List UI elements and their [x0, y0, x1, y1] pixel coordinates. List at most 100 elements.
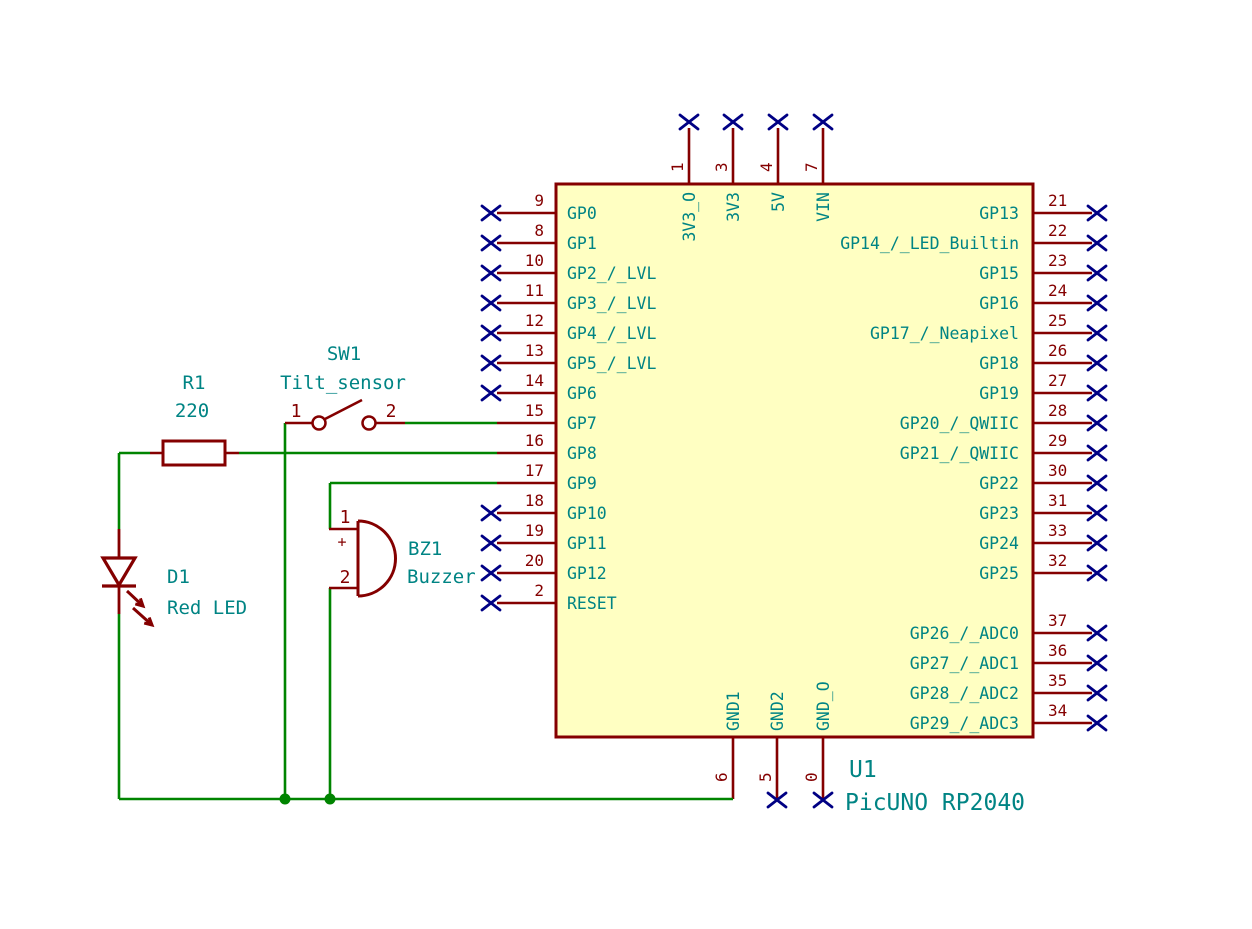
- ic-pin-number-GP21_/_QWIIC[interactable]: 29: [1048, 431, 1067, 450]
- ic-pin-name-GP22[interactable]: GP22: [979, 474, 1019, 493]
- ic-pin-name-GP24[interactable]: GP24: [979, 534, 1019, 553]
- no-connect-icon-GP24[interactable]: [1086, 534, 1108, 552]
- switch-pin-label-2[interactable]: 2: [386, 401, 397, 422]
- ic-pin-name-GND1[interactable]: GND1: [724, 691, 743, 731]
- ic-pin-name-GP13[interactable]: GP13: [979, 204, 1019, 223]
- resistor-value-label[interactable]: 220: [175, 400, 209, 422]
- ic-pin-name-5V[interactable]: 5V: [769, 192, 788, 212]
- no-connect-icon-GP14_/_LED_Builtin[interactable]: [1086, 234, 1108, 252]
- switch-value-label[interactable]: Tilt_sensor: [280, 372, 406, 394]
- junction-dot[interactable]: [279, 793, 291, 805]
- switch-contact[interactable]: [361, 415, 377, 431]
- ic-pin-number-3V3_O[interactable]: 1: [668, 162, 687, 172]
- ic-pin-name-GP15[interactable]: GP15: [979, 264, 1019, 283]
- ic-reference-label[interactable]: U1: [849, 757, 877, 783]
- ic-pin-name-GP14_/_LED_Builtin[interactable]: GP14_/_LED_Builtin: [840, 234, 1019, 253]
- no-connect-icon-GP5_/_LVL[interactable]: [480, 354, 502, 372]
- ic-pin-name-GP17_/_Neapixel[interactable]: GP17_/_Neapixel: [870, 324, 1019, 343]
- ic-pin-name-GP3_/_LVL[interactable]: GP3_/_LVL: [567, 294, 656, 313]
- no-connect-icon-GP23[interactable]: [1086, 504, 1108, 522]
- no-connect-icon-GP0[interactable]: [480, 204, 502, 222]
- buzzer-plus-mark[interactable]: +: [337, 533, 346, 551]
- buzzer-pin-line[interactable]: [329, 527, 358, 590]
- ic-pin-number-RESET[interactable]: 2: [534, 581, 544, 600]
- ic-pin-name-GP12[interactable]: GP12: [567, 564, 607, 583]
- no-connect-icon-VIN[interactable]: [812, 113, 834, 131]
- ic-pin-name-GP9[interactable]: GP9: [567, 474, 597, 493]
- no-connect-icon-GND2[interactable]: [766, 791, 788, 809]
- ic-pin-number-GP20_/_QWIIC[interactable]: 28: [1048, 401, 1067, 420]
- ic-pin-name-GP2_/_LVL[interactable]: GP2_/_LVL: [567, 264, 656, 283]
- ic-pin-name-3V3_O[interactable]: 3V3_O: [680, 192, 699, 242]
- no-connect-icon-GP16[interactable]: [1086, 294, 1108, 312]
- no-connect-icon-GP11[interactable]: [480, 534, 502, 552]
- no-connect-icon-GP28_/_ADC2[interactable]: [1086, 684, 1108, 702]
- no-connect-icon-GP26_/_ADC0[interactable]: [1086, 624, 1108, 642]
- switch-reference-label[interactable]: SW1: [327, 343, 361, 365]
- led-symbol[interactable]: [100, 556, 138, 589]
- switch-pin-label-1[interactable]: 1: [291, 401, 302, 422]
- ic-pin-name-VIN[interactable]: VIN: [814, 192, 833, 222]
- ic-pin-name-GP29_/_ADC3[interactable]: GP29_/_ADC3: [910, 714, 1019, 733]
- ic-pin-number-GP18[interactable]: 26: [1048, 341, 1067, 360]
- ic-pin-name-GP19[interactable]: GP19: [979, 384, 1019, 403]
- no-connect-icon-GP15[interactable]: [1086, 264, 1108, 282]
- ic-pin-number-GP5_/_LVL[interactable]: 13: [525, 341, 544, 360]
- ic-pin-name-GP21_/_QWIIC[interactable]: GP21_/_QWIIC: [900, 444, 1019, 463]
- ic-pin-number-GP14_/_LED_Builtin[interactable]: 22: [1048, 221, 1067, 240]
- ic-pin-number-GP9[interactable]: 17: [525, 461, 544, 480]
- no-connect-icon-GP3_/_LVL[interactable]: [480, 294, 502, 312]
- buzzer-pin-label-1[interactable]: 1: [340, 507, 351, 528]
- led-reference-label[interactable]: D1: [167, 566, 190, 588]
- no-connect-icon-GP20_/_QWIIC[interactable]: [1086, 414, 1108, 432]
- no-connect-icon-GP4_/_LVL[interactable]: [480, 324, 502, 342]
- ic-pin-name-GP10[interactable]: GP10: [567, 504, 607, 523]
- ic-pin-name-GP18[interactable]: GP18: [979, 354, 1019, 373]
- ic-pin-name-GP27_/_ADC1[interactable]: GP27_/_ADC1: [910, 654, 1019, 673]
- buzzer-value-label[interactable]: Buzzer: [407, 566, 476, 588]
- ic-pin-number-GP10[interactable]: 18: [525, 491, 544, 510]
- led-value-label[interactable]: Red LED: [167, 597, 247, 619]
- ic-pin-number-GP4_/_LVL[interactable]: 12: [525, 311, 544, 330]
- ic-pin-name-GP1[interactable]: GP1: [567, 234, 597, 253]
- ic-pin-number-GP11[interactable]: 19: [525, 521, 544, 540]
- ic-pin-number-GP1[interactable]: 8: [534, 221, 544, 240]
- ic-pin-number-GP25[interactable]: 32: [1048, 551, 1067, 570]
- no-connect-icon-GP29_/_ADC3[interactable]: [1086, 714, 1108, 732]
- switch-lever[interactable]: [324, 398, 363, 421]
- no-connect-icon-GP6[interactable]: [480, 384, 502, 402]
- ic-pin-name-GP25[interactable]: GP25: [979, 564, 1019, 583]
- resistor-reference-label[interactable]: R1: [183, 372, 206, 394]
- buzzer-symbol[interactable]: [356, 519, 397, 598]
- ic-pin-name-3V3[interactable]: 3V3: [724, 192, 743, 222]
- ic-pin-number-GP23[interactable]: 31: [1048, 491, 1067, 510]
- ic-pin-name-GND_O[interactable]: GND_O: [814, 681, 833, 731]
- no-connect-icon-5V[interactable]: [767, 113, 789, 131]
- no-connect-icon-GP2_/_LVL[interactable]: [480, 264, 502, 282]
- ic-pin-number-GND1[interactable]: 6: [712, 772, 731, 782]
- no-connect-icon-GND_O[interactable]: [812, 791, 834, 809]
- ic-pin-number-GP28_/_ADC2[interactable]: 35: [1048, 671, 1067, 690]
- no-connect-icon-GP21_/_QWIIC[interactable]: [1086, 444, 1108, 462]
- ic-pin-number-GP17_/_Neapixel[interactable]: 25: [1048, 311, 1067, 330]
- switch-contact[interactable]: [311, 415, 327, 431]
- no-connect-icon-GP25[interactable]: [1086, 564, 1108, 582]
- ic-pin-number-GP13[interactable]: 21: [1048, 191, 1067, 210]
- ic-pin-name-GP0[interactable]: GP0: [567, 204, 597, 223]
- ic-pin-name-GP26_/_ADC0[interactable]: GP26_/_ADC0: [910, 624, 1019, 643]
- no-connect-icon-RESET[interactable]: [480, 594, 502, 612]
- ic-pin-number-5V[interactable]: 4: [757, 162, 776, 172]
- ic-pin-name-GP16[interactable]: GP16: [979, 294, 1019, 313]
- ic-pin-number-GND_O[interactable]: 0: [802, 772, 821, 782]
- ic-pin-number-GP16[interactable]: 24: [1048, 281, 1067, 300]
- ic-pin-number-VIN[interactable]: 7: [802, 162, 821, 172]
- no-connect-icon-GP19[interactable]: [1086, 384, 1108, 402]
- no-connect-icon-GP13[interactable]: [1086, 204, 1108, 222]
- ic-pin-name-GP28_/_ADC2[interactable]: GP28_/_ADC2: [910, 684, 1019, 703]
- ic-pin-number-GP29_/_ADC3[interactable]: 34: [1048, 701, 1067, 720]
- junction-dot[interactable]: [324, 793, 336, 805]
- buzzer-pin-label-2[interactable]: 2: [340, 567, 351, 588]
- ic-pin-number-GP3_/_LVL[interactable]: 11: [525, 281, 544, 300]
- ic-pin-number-GP12[interactable]: 20: [525, 551, 544, 570]
- ic-pin-number-GP22[interactable]: 30: [1048, 461, 1067, 480]
